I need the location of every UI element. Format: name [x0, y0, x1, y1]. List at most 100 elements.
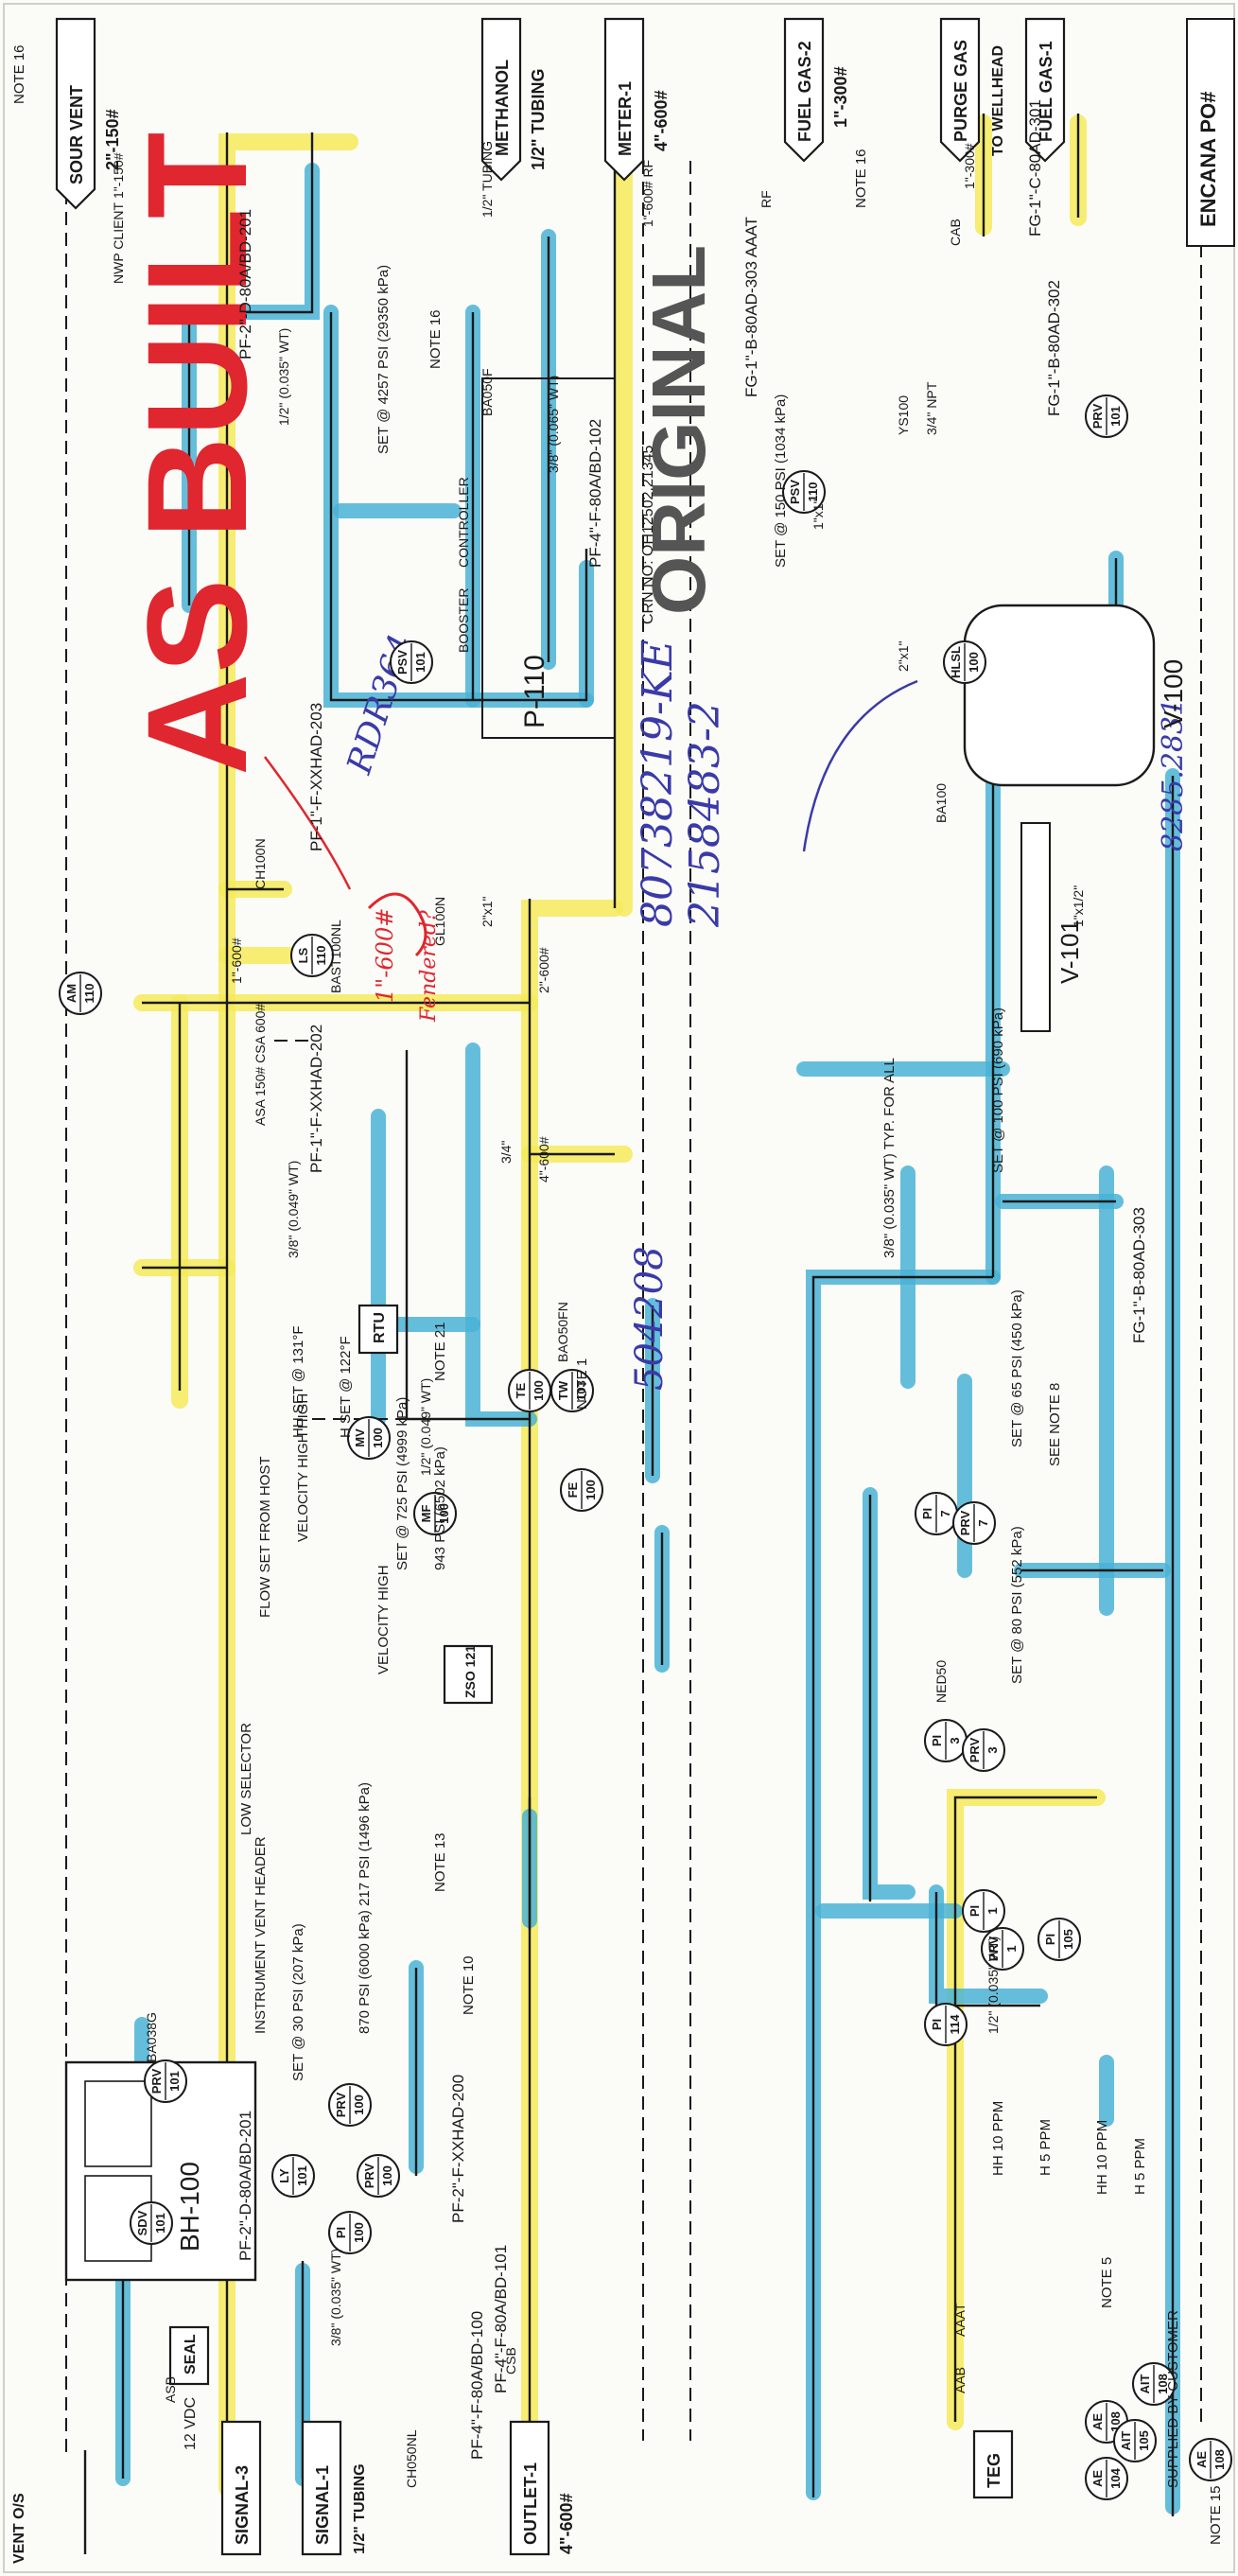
pipe-fg-303: FG-1"-B-80AD-303: [1130, 1207, 1148, 1343]
svg-text:1/2" TUBING: 1/2" TUBING: [480, 141, 495, 218]
instrument-tag: PRV: [986, 1936, 1001, 1961]
red-size-note: 1"-600#: [372, 908, 398, 1003]
instrument-tag: AE: [1090, 2470, 1105, 2487]
hh-set: HH SET @ 131°F: [290, 1326, 306, 1438]
instrument-number: 108: [1156, 2374, 1170, 2394]
typ-for-all: 3/8" (0.035" WT) TYP. FOR ALL: [881, 1058, 898, 1258]
instrument-tag: MV: [353, 1428, 367, 1447]
svg-text:FUEL GAS-2: FUEL GAS-2: [795, 41, 814, 142]
svg-text:CH050NL: CH050NL: [404, 2429, 419, 2488]
terminal-sour-vent: SOUR VENT 2"-150#: [55, 17, 122, 210]
svg-text:YS100: YS100: [896, 395, 911, 435]
pipe-pf-201-top: PF-2"-D-80A/BD-201: [236, 209, 254, 359]
set-870: 870 PSI (6000 kPa) 217 PSI (1496 kPa): [357, 1782, 373, 2034]
reference-number-2: 8285.2831: [1157, 698, 1190, 851]
terminal-methanol: METHANOL 1/2" TUBING: [480, 17, 548, 182]
instrument-number: 103: [574, 1380, 588, 1401]
h-5-ppm-a: H 5 PPM: [1037, 2119, 1054, 2176]
terminal-fuel-gas-2: FUEL GAS-2 1"-300#: [783, 17, 850, 163]
svg-text:OUTLET-1: OUTLET-1: [521, 2462, 540, 2545]
h-5-ppm-b: H 5 PPM: [1132, 2138, 1148, 2195]
svg-text:AAAT: AAAT: [952, 2303, 968, 2337]
svg-text:3/4" NPT: 3/4" NPT: [924, 381, 939, 435]
svg-text:SEAL: SEAL: [183, 2334, 199, 2374]
instrument-number: 101: [167, 2071, 182, 2092]
as-built-text: AS BUILT: [117, 132, 276, 777]
svg-text:CH100N: CH100N: [253, 838, 268, 889]
svg-text:BA050F: BA050F: [480, 368, 495, 416]
instrument-tag: PI: [1043, 1934, 1057, 1945]
note-8: SEE NOTE 8: [1047, 1383, 1063, 1466]
svg-text:1/2" (0.035" WT): 1/2" (0.035" WT): [276, 328, 291, 426]
instrument-number: 100: [352, 2094, 366, 2115]
instrument-tag: FE: [566, 1481, 580, 1498]
svg-text:1/2" TUBING: 1/2" TUBING: [529, 68, 548, 170]
terminal-fuel-gas-1: FUEL GAS-1: [1024, 17, 1066, 163]
svg-text:4"-600#: 4"-600#: [557, 2493, 576, 2554]
pump-p110: P-110 CONTROLLER BOOSTER: [456, 377, 616, 739]
pipe-fg-301: FG-1"-C-80AD-301: [1026, 99, 1044, 237]
svg-text:ASA 150# CSA 600#: ASA 150# CSA 600#: [253, 1004, 268, 1126]
svg-text:1"x1": 1"x1": [811, 499, 826, 530]
set-30: SET @ 30 PSI (207 kPa): [290, 1923, 306, 2081]
svg-text:CSB: CSB: [503, 2347, 518, 2374]
note-13: NOTE 13: [432, 1832, 448, 1892]
instrument-ly-101: LY 101: [271, 2154, 315, 2198]
instrument-tag: LY: [277, 2168, 291, 2183]
instrument-tag: PRV: [334, 2092, 348, 2117]
svg-text:1"-300#: 1"-300#: [962, 143, 977, 189]
terminal-signal-3: SIGNAL-3: [220, 2420, 262, 2556]
set-80: SET @ 80 PSI (552 kPa): [1009, 1526, 1025, 1684]
instrument-number: 101: [295, 2165, 309, 2186]
order-number-2: 2158483-2: [681, 701, 729, 928]
instrument-number: 100: [371, 1428, 385, 1448]
instrument-number: 3: [948, 1737, 962, 1744]
velocity-high: VELOCITY HIGH: [375, 1565, 392, 1674]
instrument-tag: PI: [930, 1735, 944, 1746]
svg-text:1/2" TUBING: 1/2" TUBING: [352, 2463, 368, 2554]
instrument-number: 1: [1004, 1945, 1019, 1952]
svg-text:1/2" (0.035" WT): 1/2" (0.035" WT): [985, 1936, 1001, 2034]
svg-text:CONTROLLER: CONTROLLER: [456, 477, 471, 568]
note-21: NOTE 21: [432, 1322, 448, 1381]
instrument-number: 101: [1108, 406, 1123, 427]
pipe-pf-201-bottom: PF-2"-D-80A/BD-201: [236, 2111, 254, 2261]
instrument-number: 105: [1061, 1929, 1075, 1950]
note-16-b: NOTE 16: [427, 309, 444, 369]
instrument-number: 100: [352, 2222, 366, 2243]
vessel-v101: V-101: [1020, 822, 1084, 1032]
rtu-box: RTU: [357, 1304, 399, 1355]
svg-text:1"-600#: 1"-600#: [229, 938, 244, 984]
svg-text:GL100N: GL100N: [432, 897, 447, 946]
battery-limits: [65, 161, 1202, 2460]
instrument-tag: AE: [1090, 2413, 1105, 2430]
title-block: ENCANA PO# CRN NO: OH12502.21345: [640, 18, 1235, 624]
hh-10-ppm-b: HH 10 PPM: [1094, 2120, 1110, 2195]
instrument-number: 114: [948, 2014, 962, 2035]
red-question-note: Fendered?: [417, 910, 441, 1023]
svg-text:V-101: V-101: [1055, 920, 1084, 984]
pipe-pf-101: PF-4"-F-80A/BD-101: [492, 2245, 510, 2393]
pipe-pf-102: PF-4"-F-80A/BD-102: [586, 419, 604, 568]
size-labels: 1/2" (0.035" WT) 1/2" TUBING 3/8" (0.065…: [111, 141, 1086, 2488]
instrument-tag: PRV: [362, 2163, 376, 2188]
instrument-number: 104: [1108, 2467, 1123, 2488]
instrument-pi-105: PI 105: [1037, 1918, 1081, 1961]
svg-text:2"-150#: 2"-150#: [103, 109, 122, 170]
pipe-pf-200: PF-2"-F-XXHAD-200: [449, 2075, 467, 2223]
terminal-outlet: OUTLET-1 4"-600#: [509, 2420, 576, 2556]
note-1: NOTE 1: [574, 1358, 590, 1410]
svg-text:FUEL GAS-1: FUEL GAS-1: [1037, 41, 1055, 142]
instrument-tag: AE: [1194, 2451, 1209, 2468]
set-943: 943 PSI (6502 kPa): [432, 1446, 448, 1570]
instrument-pi-3: PI 3: [924, 1719, 968, 1762]
instrument-tag: PI: [930, 2019, 944, 2030]
